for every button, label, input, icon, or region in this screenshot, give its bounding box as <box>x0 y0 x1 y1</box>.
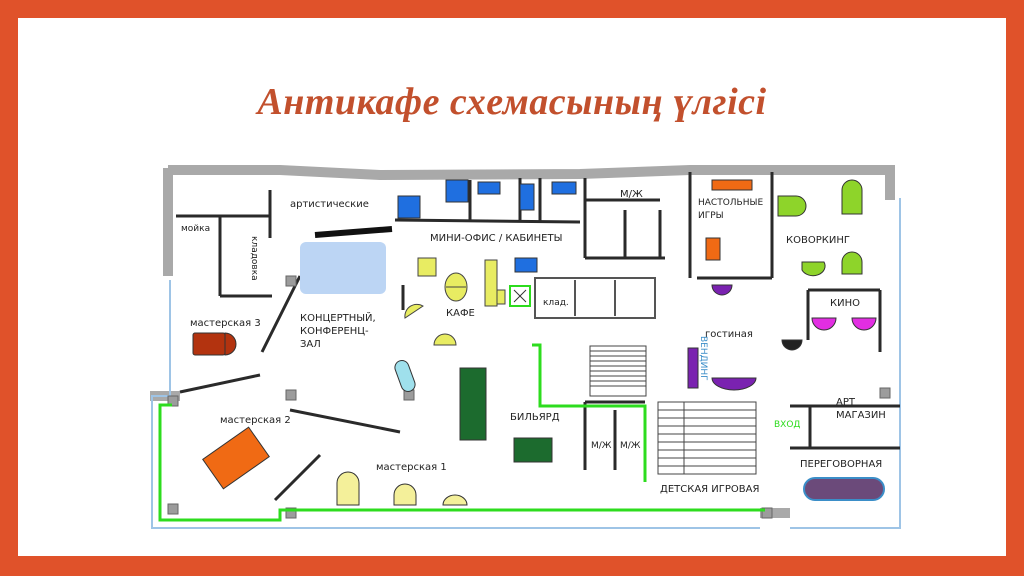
stage-wall <box>300 226 393 294</box>
label-klad: клад. <box>543 298 569 308</box>
label-detskaya: ДЕТСКАЯ ИГРОВАЯ <box>660 484 759 495</box>
label-kovorking: КОВОРКИНГ <box>786 235 850 246</box>
label-vhod: ВХОД <box>774 420 800 430</box>
label-vendingi: ВЕНДИНГ <box>698 336 708 381</box>
label-mini-office: МИНИ-ОФИС / КАБИНЕТЫ <box>430 233 562 244</box>
label-moika: мойка <box>181 224 210 234</box>
slide-title: Антикафе схемасының үлгісі <box>257 81 767 123</box>
label-mzh-1: М/Ж <box>591 441 612 451</box>
label-gostinaya: гостиная <box>705 329 753 340</box>
label-nastolnye-1: НАСТОЛЬНЫЕ <box>698 198 763 208</box>
label-concert-1: КОНЦЕРТНЫЙ, <box>300 311 376 324</box>
label-masterskaya-3: мастерская 3 <box>190 318 261 329</box>
label-nastolnye-2: ИГРЫ <box>698 211 724 221</box>
stairs <box>589 345 757 475</box>
label-mzh-top: М/Ж <box>620 189 643 200</box>
window-edges <box>151 198 901 529</box>
label-masterskaya-1: мастерская 1 <box>376 462 447 473</box>
label-concert-3: ЗАЛ <box>300 339 321 350</box>
label-masterskaya-2: мастерская 2 <box>220 415 291 426</box>
label-concert-2: КОНФЕРЕНЦ- <box>300 326 369 337</box>
label-peregovornaya: ПЕРЕГОВОРНАЯ <box>800 459 882 470</box>
label-art-1: АРТ <box>836 397 856 408</box>
label-kladovka: кладовка <box>249 236 259 281</box>
label-kafe: КАФЕ <box>446 308 475 319</box>
label-mzh-2: М/Ж <box>620 441 641 451</box>
dark-walls <box>176 172 900 502</box>
kafe-counter <box>404 257 531 346</box>
label-kino: КИНО <box>830 298 860 309</box>
label-bilyard: БИЛЬЯРД <box>510 412 560 423</box>
room-labels: мойка кладовка артистические МИНИ-ОФИС /… <box>181 189 886 495</box>
label-art-2: МАГАЗИН <box>836 410 886 421</box>
columns <box>167 275 891 519</box>
exit-route <box>158 343 765 522</box>
label-artisticheskie: артистические <box>290 199 369 210</box>
klad-block <box>534 277 656 319</box>
furniture <box>192 179 885 506</box>
